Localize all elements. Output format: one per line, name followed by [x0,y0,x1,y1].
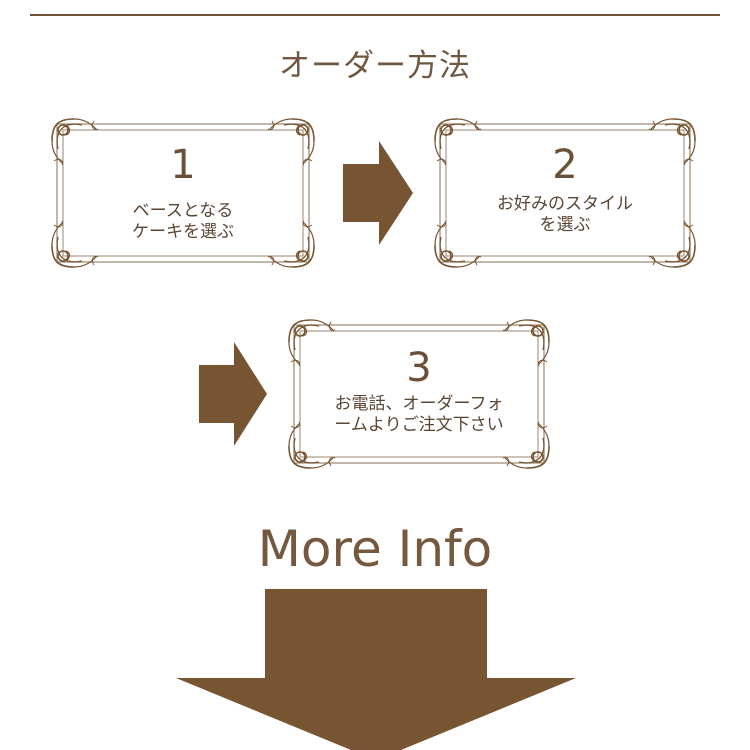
step-description: お好みのスタイル を選ぶ [433,194,697,236]
step-card-3: 3 お電話、オーダーフォ ームよりご注文下さい [287,318,551,470]
step-card-1: 1 ベースとなる ケーキを選ぶ [50,117,316,269]
step-description-line: を選ぶ [539,215,591,235]
section-title: オーダー方法 [279,48,471,84]
step-description-line: ケーキを選ぶ [132,222,234,242]
step-description-line: お好みのスタイル [497,194,633,214]
step-number: 2 [552,142,578,188]
top-divider [30,14,720,16]
step-description-line: ベースとなる [132,201,234,221]
right-arrow-icon [343,141,413,245]
step-card-2: 2 お好みのスタイル を選ぶ [433,117,697,269]
more-info-heading: More Info [257,520,493,578]
right-arrow-icon [199,342,267,446]
step-number: 3 [406,345,432,391]
step-description: ベースとなる ケーキを選ぶ [50,201,316,243]
down-arrow-icon[interactable] [176,589,576,750]
step-description-line: お電話、オーダーフォ [334,394,504,414]
ornamental-frame-icon [288,319,550,469]
step-number: 1 [170,142,196,188]
ornamental-frame-icon [434,118,696,268]
step-description-line: ームよりご注文下さい [334,415,504,435]
ornamental-frame-icon [51,118,315,268]
step-description: お電話、オーダーフォ ームよりご注文下さい [287,394,551,436]
